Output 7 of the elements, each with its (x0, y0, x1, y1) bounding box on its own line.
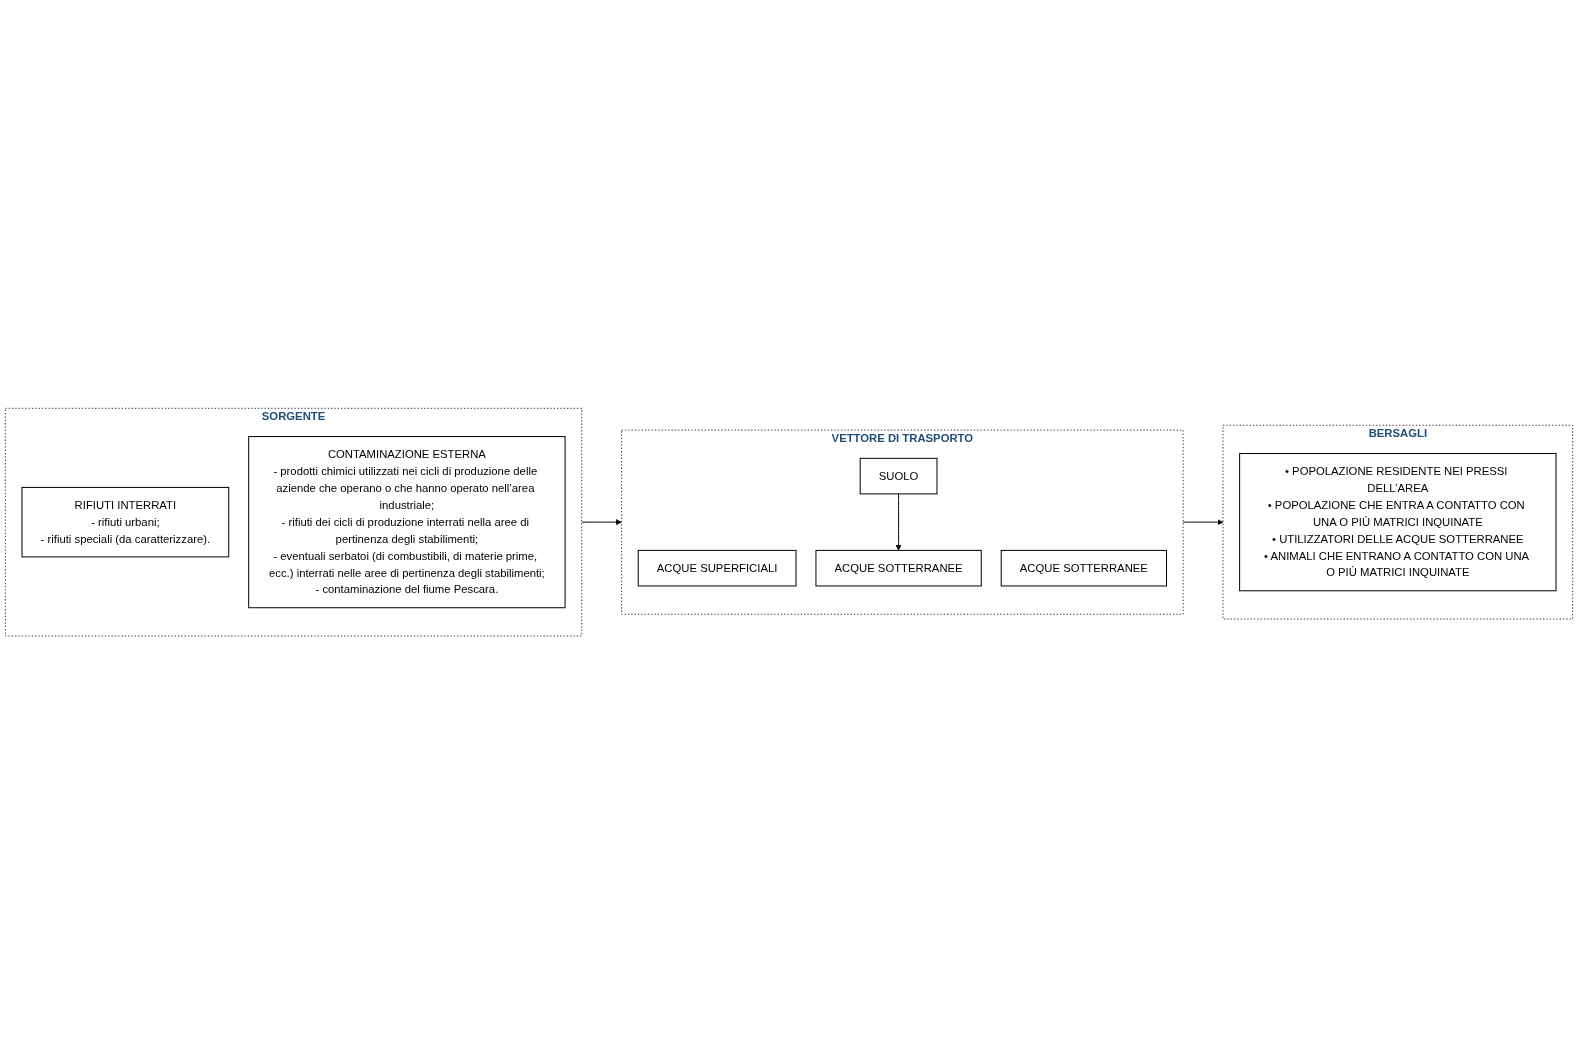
node-box: ACQUE SOTTERRANEE (815, 549, 982, 587)
node-box: • POPOLAZIONE RESIDENTE NEI PRESSI DELL’AREA • POPOLAZIONE CHE ENTRA A CONTATTO CON UNA O PIÙ MATRICI INQUINATE • UTILIZZATORI DELLE ACQUE SOTTERRANEE • ANIMALI CHE ENTRANO A CONTATTO CON UNA O PIÙ MATRICI INQUINATE (1239, 452, 1557, 592)
node-box: SUOLO (859, 457, 938, 495)
node-box: RIFIUTI INTERRATI - rifiuti urbani; - rifiuti speciali (da caratterizzare). (21, 486, 230, 558)
node-box: ACQUE SOTTERRANEE (1000, 549, 1167, 587)
node-box: CONTAMINAZIONE ESTERNA - prodotti chimici utilizzati nei cicli di produzione delle aziende che operano o che hanno operato nell’area industriale; - rifiuti dei cicli di produzione interrati nella aree di pertinenza degli stabilimenti; - eventuali serbatoi (di combustibili, di materie prime, ecc.) interrati nelle aree di pertinenza degli stabilimenti; - contaminazione del fiume Pescara. (248, 435, 566, 609)
node-box: ACQUE SUPERFICIALI (637, 549, 797, 587)
